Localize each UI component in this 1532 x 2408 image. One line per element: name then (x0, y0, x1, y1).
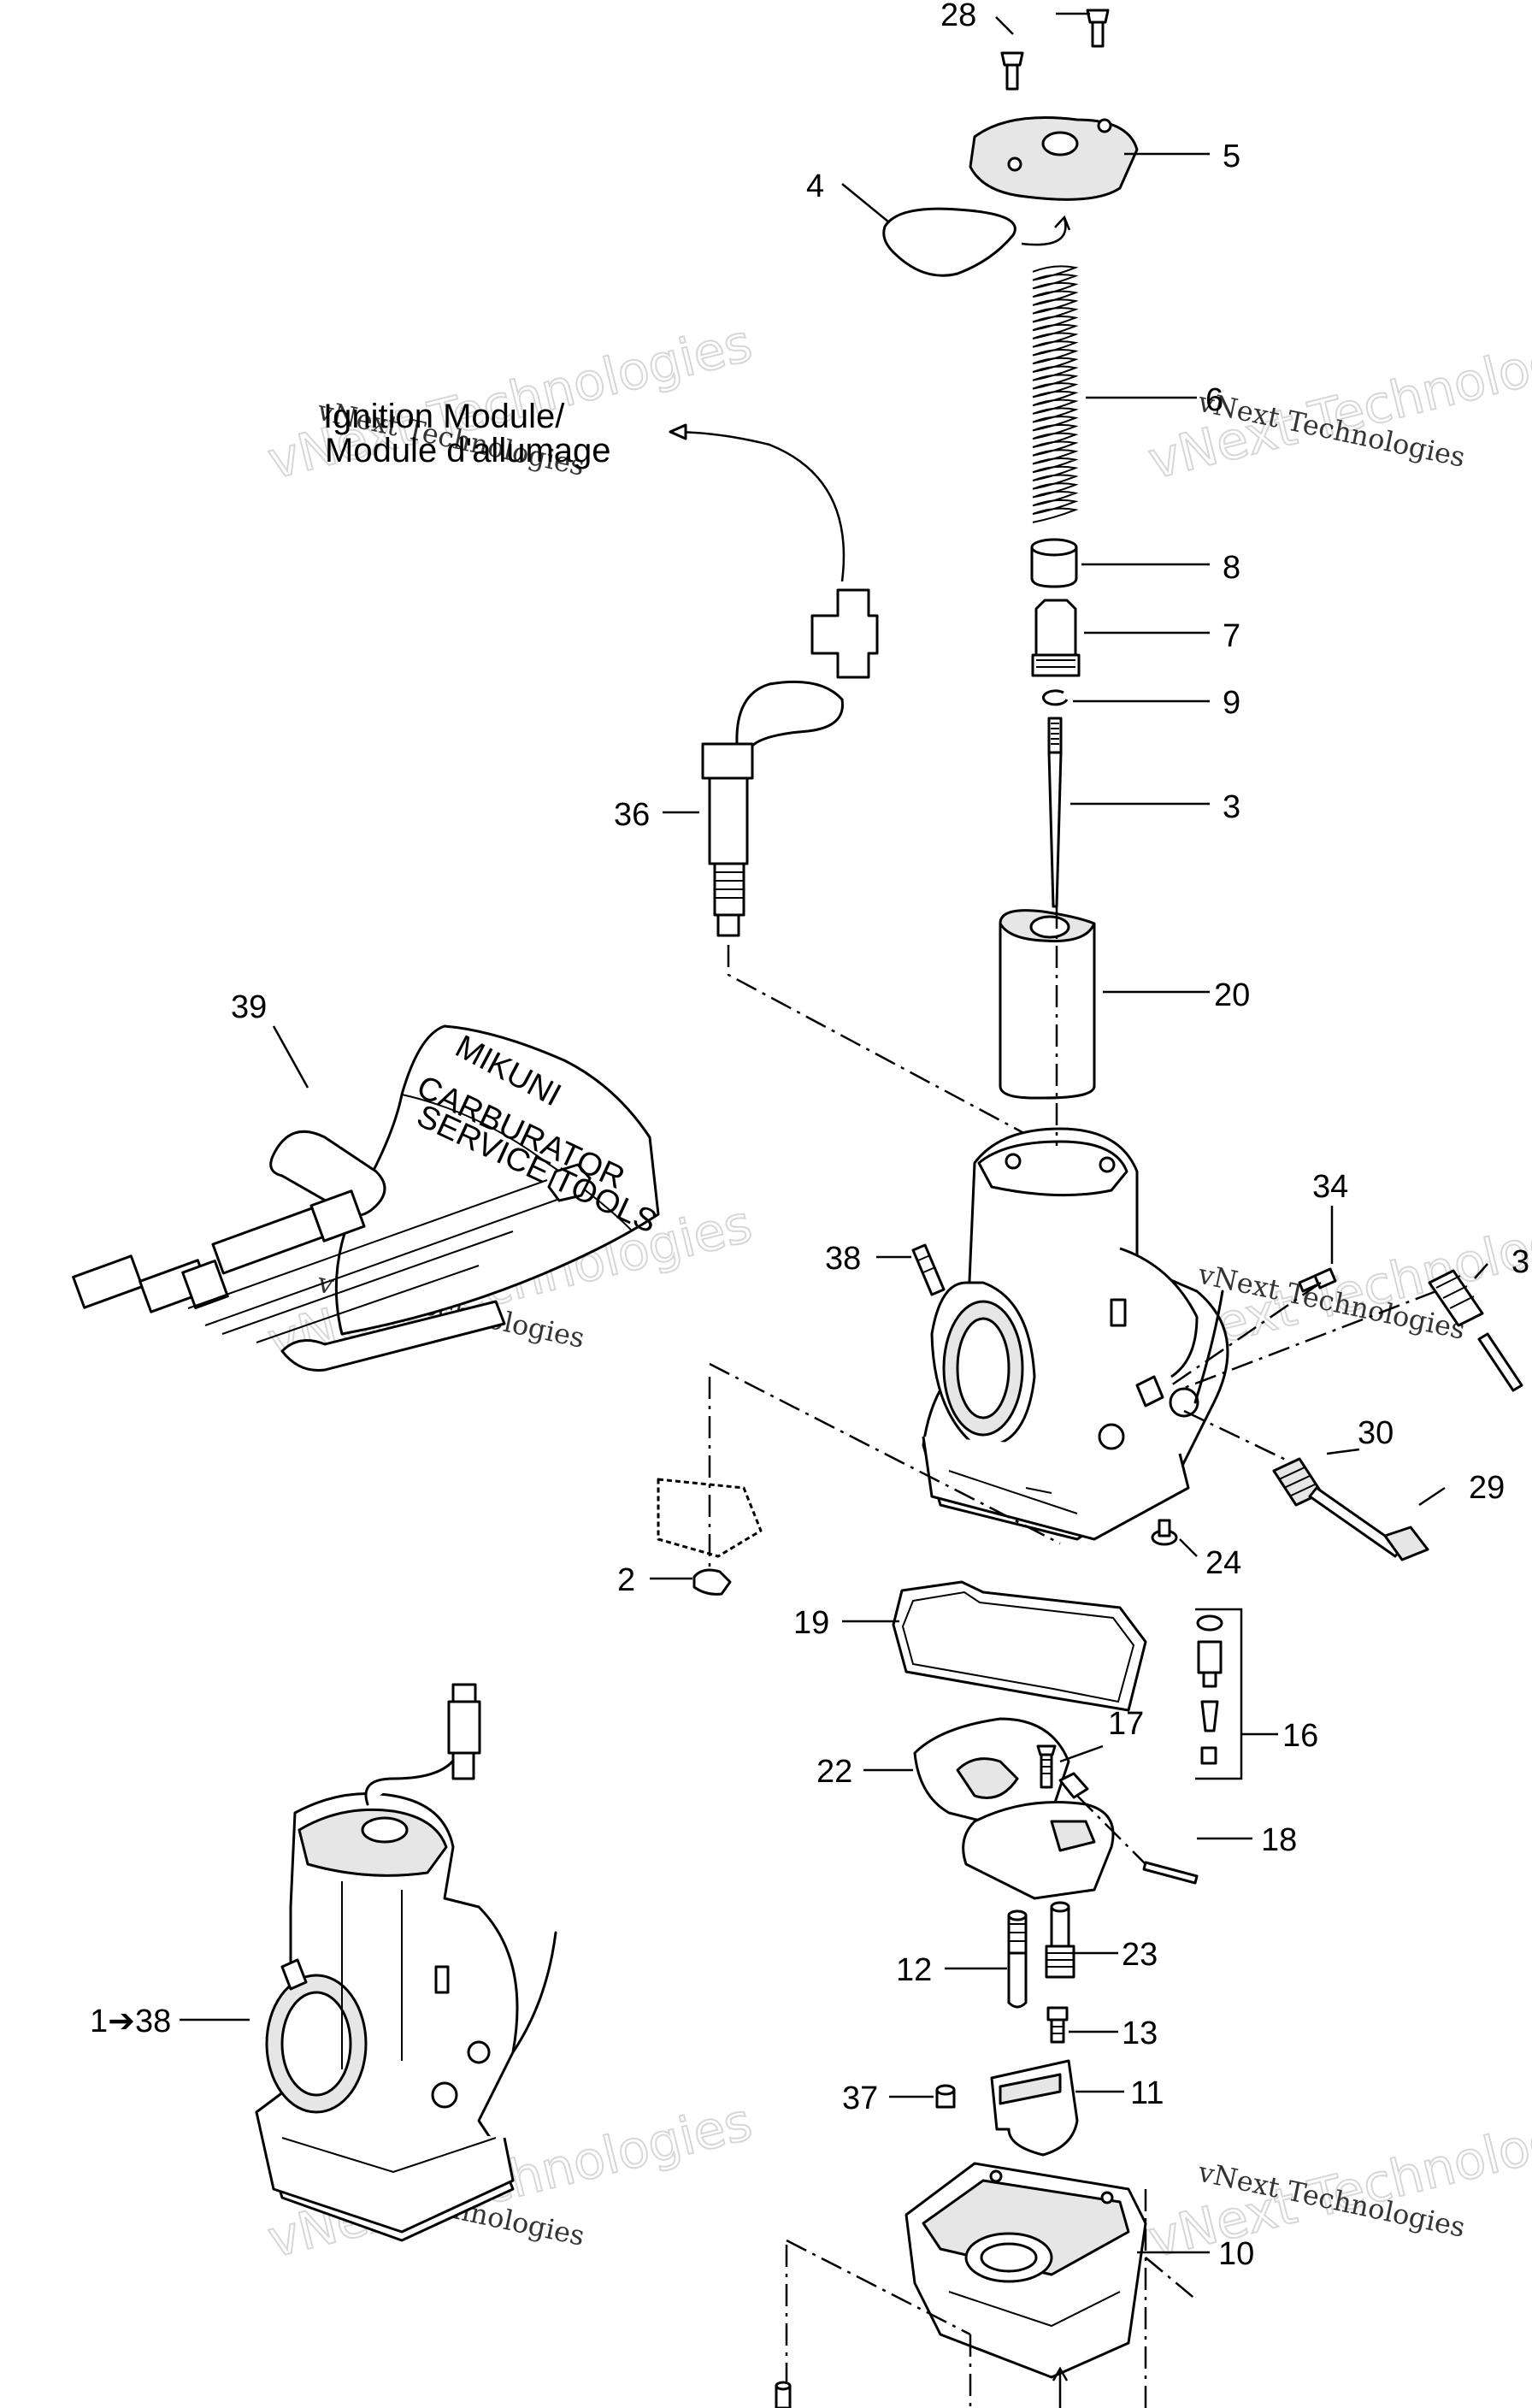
callout-18: 18 (1261, 1822, 1297, 1858)
ignition-module-label-fr: Module d'allumage (325, 432, 611, 469)
part-29-throttle-stop-screw (1308, 1486, 1429, 1561)
part-16-bracket-line (1195, 1608, 1278, 1780)
part-19-float-bowl-gasket (892, 1580, 1147, 1712)
callout-6: 6 (1205, 382, 1223, 418)
part-22-float (913, 1717, 1115, 1900)
part-12-needle-jet (1007, 1909, 1028, 2009)
callout-10: 10 (1218, 2236, 1254, 2272)
callout-8: 8 (1223, 550, 1240, 586)
callout-38: 38 (825, 1241, 861, 1277)
callout-23: 23 (1122, 1937, 1158, 1973)
part-8-spring-seat (1030, 538, 1078, 588)
callout-16: 16 (1282, 1718, 1318, 1754)
callout-4: 4 (806, 168, 824, 204)
part-29-dash-line (1183, 1409, 1292, 1464)
callout-13: 13 (1122, 2016, 1158, 2051)
part-38-vent-fitting (911, 1243, 946, 1296)
part-34-dash-line (1170, 1281, 1322, 1387)
part-2-bracket (657, 1478, 763, 1596)
part-28-screws (1000, 9, 1110, 91)
callout-30: 30 (1358, 1415, 1394, 1451)
part-7-needle-holder (1031, 599, 1081, 677)
callout-1-to-38: 1➔38 (90, 2004, 171, 2039)
sensor-centerline (727, 945, 1057, 1152)
callout-29: 29 (1469, 1470, 1505, 1506)
ignition-arrow-line (671, 430, 846, 582)
ignition-module-label-en: Ignition Module/ (323, 398, 565, 435)
callout-3: 3 (1223, 789, 1240, 825)
callout-19: 19 (793, 1605, 829, 1641)
callout-20: 20 (1214, 977, 1250, 1013)
bowl-drain-screw (775, 2381, 792, 2408)
callout-37: 37 (842, 2080, 878, 2116)
callout-12: 12 (896, 1952, 932, 1988)
callout-5: 5 (1223, 139, 1240, 174)
part-37-plug (935, 2084, 956, 2109)
part-24-plug (1151, 1519, 1178, 1546)
callout-2: 2 (617, 1562, 635, 1598)
bowl-dash-right (1144, 2189, 1198, 2408)
callout-7: 7 (1223, 618, 1240, 654)
part-17-screw (1036, 1744, 1057, 1789)
callout-28: 28 (940, 0, 976, 33)
callout-9: 9 (1223, 685, 1240, 721)
spring-coil-path (1032, 265, 1079, 523)
callout-17: 17 (1108, 1706, 1144, 1742)
part-5-top-cover (969, 116, 1139, 201)
callout-22: 22 (816, 1754, 852, 1790)
part-11-baffle (990, 2059, 1079, 2157)
ignition-arrowhead (669, 423, 687, 440)
part-4-gasket (882, 207, 1016, 277)
part-35-pilot-screw-partial (1428, 1269, 1523, 1392)
bowl-arrow (1052, 2366, 1069, 2408)
carburetor-body (922, 1127, 1229, 1541)
part-39-service-tool-kit: MIKUNI CARBURATOR SERVICE TOOLS (72, 1024, 663, 1372)
part-6-spring (1032, 265, 1079, 523)
callout-24: 24 (1205, 1545, 1241, 1581)
part-16-needle-valve-set (1196, 1614, 1223, 1765)
assembled-carburetor (255, 1683, 557, 2242)
part-9-e-clip (1042, 689, 1069, 706)
callout-39: 39 (231, 989, 267, 1025)
part-23-pilot-jet (1045, 1901, 1075, 1979)
part-10-float-bowl (904, 2162, 1147, 2379)
callout-34: 34 (1312, 1169, 1348, 1205)
part-18-float-pin (1058, 1772, 1199, 1885)
part-35-dash-line (1179, 1290, 1437, 1391)
bowl-dash-left (785, 2239, 972, 2408)
part-20-throttle-slide (999, 909, 1096, 1100)
lower-dash-diagonal (709, 1362, 1061, 1545)
gasket-arrow (1021, 215, 1071, 246)
part-36-throttle-position-sensor (701, 588, 879, 937)
part-13-main-jet (1046, 2006, 1069, 2044)
part-3-jet-needle (1047, 717, 1063, 908)
part-18-dash-line (1076, 1795, 1146, 1865)
callout-36: 36 (614, 797, 650, 833)
callout-11: 11 (1130, 2075, 1164, 2111)
callout-labels: 28 5 4 6 8 7 9 3 20 36 39 38 34 3 30 29 … (90, 0, 1529, 2272)
leader-lines (180, 12, 1488, 2254)
callout-3-right: 3 (1511, 1244, 1529, 1280)
